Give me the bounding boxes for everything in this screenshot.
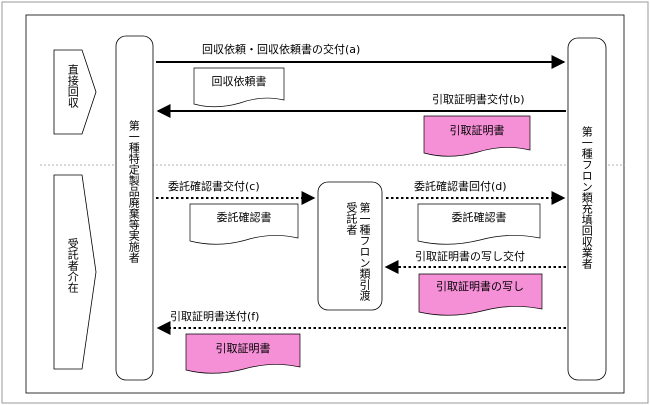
doc-request bbox=[193, 67, 285, 108]
doc-confirm-d bbox=[417, 203, 541, 245]
doc-confirm-d-label: 委託確認書 bbox=[451, 211, 507, 224]
doc-copy-e-label: 引取証明書の写し bbox=[436, 280, 524, 293]
doc-confirm-c bbox=[189, 203, 299, 245]
doc-certificate-f bbox=[185, 333, 301, 374]
direct-collection-label: 直接回収 bbox=[66, 64, 80, 108]
intermediary-label: 第一種フロン類引渡受託者 bbox=[344, 202, 371, 301]
intermediary-box bbox=[317, 181, 383, 311]
discharger-label: 第一種特定製品廃棄等実施者 bbox=[127, 120, 141, 263]
doc-confirm-c-label: 委託確認書 bbox=[216, 211, 272, 224]
flow-e-label: 引取証明書の写し交付 bbox=[415, 250, 525, 263]
doc-certificate-f-label: 引取証明書 bbox=[215, 342, 271, 355]
recovery-operator-box bbox=[567, 37, 607, 381]
flow-d-label: 委託確認書回付(d) bbox=[414, 180, 507, 193]
inner-frame bbox=[25, 14, 625, 394]
flow-b-label: 引取証明書交付(b) bbox=[432, 93, 525, 106]
recovery-operator-label: 第一種フロン類充填回収業者 bbox=[580, 126, 594, 269]
consigned-label: 受託者介在 bbox=[66, 238, 80, 293]
doc-certificate-b-label: 引取証明書 bbox=[449, 124, 505, 137]
flow-c-label: 委託確認書交付(c) bbox=[168, 180, 260, 193]
consigned-chevron bbox=[53, 174, 97, 370]
flow-a-label: 回収依頼・回収依頼書の交付(a) bbox=[202, 43, 361, 56]
doc-certificate-b bbox=[423, 115, 531, 157]
doc-request-label: 回収依頼書 bbox=[211, 75, 267, 88]
flow-f-label: 引取証明書送付(f) bbox=[170, 310, 260, 323]
direct-collection-chevron bbox=[53, 49, 97, 135]
doc-copy-e bbox=[418, 273, 543, 316]
discharger-box bbox=[115, 35, 154, 381]
